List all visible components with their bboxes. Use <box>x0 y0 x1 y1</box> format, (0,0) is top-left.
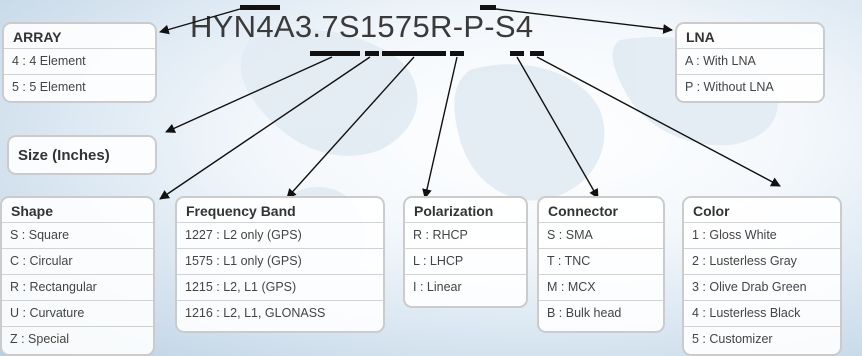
frequency-title: Frequency Band <box>186 203 296 219</box>
frequency-option: 1215 : L2, L1 (GPS) <box>177 274 383 300</box>
segment-bar-connector <box>510 51 524 56</box>
segment-bar-shape <box>365 51 379 56</box>
color-option: 1 : Gloss White <box>684 222 840 248</box>
lna-box: LNA A : With LNA P : Without LNA <box>675 22 825 103</box>
shape-title: Shape <box>11 203 54 219</box>
polarization-title: Polarization <box>414 203 494 219</box>
arrow-to-color <box>536 56 781 187</box>
shape-option: S : Square <box>2 222 153 248</box>
frequency-box: Frequency Band 1227 : L2 only (GPS) 1575… <box>175 196 385 333</box>
polarization-option: I : Linear <box>405 274 526 300</box>
color-option: 2 : Lusterless Gray <box>684 248 840 274</box>
segment-bar-color <box>530 51 544 56</box>
connector-option: S : SMA <box>539 222 663 248</box>
lna-option: P : Without LNA <box>677 74 823 100</box>
shape-option: R : Rectangular <box>2 274 153 300</box>
frequency-option: 1575 : L1 only (GPS) <box>177 248 383 274</box>
arrow-to-array <box>159 8 241 35</box>
shape-option: Z : Special <box>2 326 153 352</box>
connector-option: T : TNC <box>539 248 663 274</box>
arrow-to-frequency <box>286 56 415 199</box>
frequency-option: 1227 : L2 only (GPS) <box>177 222 383 248</box>
part-number: HYN4A3.7S1575R-P-S4 <box>190 9 534 44</box>
arrow-to-polarization <box>422 56 458 199</box>
color-box: Color 1 : Gloss White 2 : Lusterless Gra… <box>682 196 842 356</box>
connector-option: M : MCX <box>539 274 663 300</box>
segment-bar-size <box>310 51 360 56</box>
segment-bar-frequency <box>382 51 446 56</box>
connector-box: Connector S : SMA T : TNC M : MCX B : Bu… <box>537 196 665 333</box>
color-option: 4 : Lusterless Black <box>684 300 840 326</box>
connector-option: B : Bulk head <box>539 300 663 326</box>
shape-option: C : Circular <box>2 248 153 274</box>
array-title: ARRAY <box>13 29 62 45</box>
array-box: ARRAY 4 : 4 Element 5 : 5 Element <box>2 22 157 103</box>
connector-title: Connector <box>548 203 618 219</box>
polarization-box: Polarization R : RHCP L : LHCP I : Linea… <box>403 196 528 308</box>
array-option: 5 : 5 Element <box>4 74 155 100</box>
arrow-to-size <box>165 56 333 133</box>
color-option: 3 : Olive Drab Green <box>684 274 840 300</box>
arrow-to-connector <box>516 56 599 199</box>
frequency-option: 1216 : L2, L1, GLONASS <box>177 300 383 326</box>
segment-bar-series <box>240 5 280 10</box>
shape-box: Shape S : Square C : Circular R : Rectan… <box>0 196 155 356</box>
color-option: 5 : Customizer <box>684 326 840 352</box>
arrow-to-lna <box>495 8 673 34</box>
lna-option: A : With LNA <box>677 48 823 74</box>
lna-title: LNA <box>686 29 715 45</box>
shape-option: U : Curvature <box>2 300 153 326</box>
arrow-to-shape <box>159 56 371 200</box>
size-title: Size (Inches) <box>18 147 110 164</box>
size-box: Size (Inches) <box>7 135 157 175</box>
array-option: 4 : 4 Element <box>4 48 155 74</box>
segment-bar-polarization <box>450 51 464 56</box>
polarization-option: R : RHCP <box>405 222 526 248</box>
polarization-option: L : LHCP <box>405 248 526 274</box>
segment-bar-lna <box>480 5 496 10</box>
color-title: Color <box>693 203 730 219</box>
